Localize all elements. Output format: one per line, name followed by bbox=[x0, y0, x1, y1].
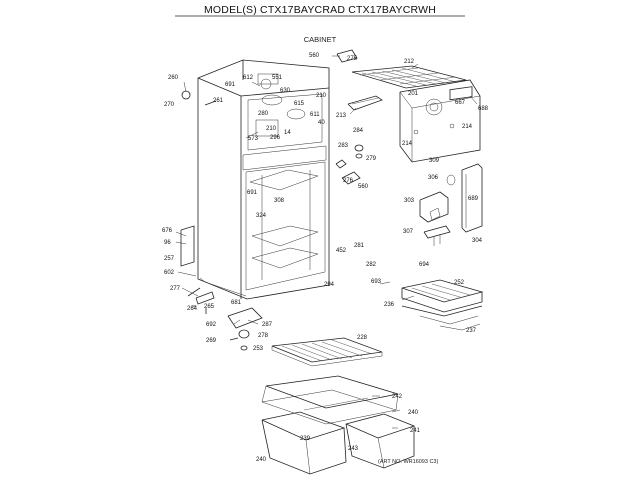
section-title: CABINET bbox=[303, 35, 337, 44]
part-label: 261 bbox=[213, 98, 224, 104]
part-label: 611 bbox=[310, 112, 320, 118]
part-label: 212 bbox=[404, 59, 415, 65]
pan-cover-236 bbox=[401, 305, 483, 331]
bracket-213 bbox=[347, 95, 383, 111]
part-label: 667 bbox=[455, 100, 466, 106]
part-label: 236 bbox=[384, 302, 395, 308]
part-label: 242 bbox=[392, 394, 403, 400]
part-label: 276 bbox=[343, 178, 354, 184]
part-label: 676 bbox=[162, 228, 173, 234]
part-label: 573 bbox=[248, 136, 259, 142]
part-label: 241 bbox=[410, 428, 421, 434]
part-307 bbox=[423, 225, 451, 246]
part-label: 264 bbox=[187, 306, 198, 312]
part-label: 265 bbox=[204, 304, 215, 310]
part-label: 252 bbox=[454, 280, 465, 286]
part-label: 691 bbox=[225, 82, 236, 88]
part-label: 281 bbox=[354, 243, 365, 249]
evaporator-cover bbox=[399, 79, 481, 163]
part-label: 240 bbox=[408, 410, 419, 416]
part-label: 214 bbox=[462, 124, 473, 130]
part-label: 213 bbox=[336, 113, 347, 119]
part-label: 257 bbox=[164, 256, 175, 262]
part-label: 693 bbox=[371, 279, 382, 285]
part-label: 240 bbox=[256, 457, 267, 463]
part-label: 96 bbox=[164, 240, 171, 246]
part-label: 275 bbox=[347, 56, 358, 62]
shelf-228 bbox=[271, 337, 383, 367]
part-label: 612 bbox=[243, 75, 254, 81]
part-label: 210 bbox=[316, 93, 327, 99]
part-label: 282 bbox=[366, 262, 377, 268]
small-parts-mid bbox=[335, 49, 473, 185]
part-label: 269 bbox=[206, 338, 217, 344]
meat-pan-252 bbox=[401, 279, 484, 313]
part-label: 602 bbox=[164, 270, 175, 276]
part-label: 296 bbox=[270, 135, 281, 141]
part-label: 294 bbox=[324, 282, 335, 288]
part-label: 324 bbox=[256, 213, 267, 219]
art-number: (ART NO. WR16093 C3) bbox=[378, 459, 439, 465]
part-label: 694 bbox=[419, 262, 430, 268]
duct-303 bbox=[419, 191, 449, 223]
part-label: 560 bbox=[358, 184, 369, 190]
part-label: 228 bbox=[357, 335, 368, 341]
part-label: 284 bbox=[353, 128, 364, 134]
control-housing-304 bbox=[446, 163, 483, 233]
part-label: 615 bbox=[294, 101, 305, 107]
hinge-parts-bottom bbox=[187, 287, 263, 351]
model-title: MODEL(S) CTX17BAYCRAD CTX17BAYCRWH bbox=[203, 4, 436, 16]
part-label: 303 bbox=[404, 198, 415, 204]
part-label: 630 bbox=[280, 88, 291, 94]
part-label: 210 bbox=[266, 126, 277, 132]
part-label: 283 bbox=[338, 143, 349, 149]
part-label: 270 bbox=[164, 102, 175, 108]
part-label: 280 bbox=[258, 111, 269, 117]
part-label: 309 bbox=[429, 158, 440, 164]
crisper-pan-right bbox=[345, 413, 416, 469]
part-label: 237 bbox=[466, 328, 477, 334]
part-label: 243 bbox=[348, 446, 359, 452]
part-label: 307 bbox=[403, 229, 414, 235]
crisper-cover-glass bbox=[261, 375, 399, 425]
cabinet-body bbox=[180, 59, 330, 300]
part-label: 681 bbox=[231, 300, 242, 306]
freezer-shelf bbox=[351, 65, 467, 89]
part-label: 201 bbox=[408, 91, 419, 97]
part-label: 452 bbox=[336, 248, 347, 254]
part-label: 560 bbox=[309, 53, 320, 59]
part-label: 14 bbox=[284, 130, 291, 136]
part-label: 278 bbox=[258, 333, 269, 339]
part-label: 279 bbox=[366, 156, 377, 162]
part-label: 691 bbox=[247, 190, 258, 196]
part-label: 253 bbox=[253, 346, 264, 352]
part-label: 306 bbox=[428, 175, 439, 181]
part-label: 551 bbox=[272, 75, 283, 81]
leader-lines bbox=[175, 55, 478, 429]
crisper-pan-left bbox=[261, 411, 347, 475]
part-label: 277 bbox=[170, 286, 181, 292]
part-label: 689 bbox=[468, 196, 479, 202]
part-label: 304 bbox=[472, 238, 483, 244]
part-label: 308 bbox=[274, 198, 285, 204]
part-label: 214 bbox=[402, 141, 413, 147]
part-label: 260 bbox=[168, 75, 179, 81]
part-label: 287 bbox=[262, 322, 273, 328]
part-label: 40 bbox=[318, 120, 325, 126]
part-label: 239 bbox=[300, 436, 311, 442]
part-label: 688 bbox=[478, 106, 489, 112]
part-label: 692 bbox=[206, 322, 217, 328]
